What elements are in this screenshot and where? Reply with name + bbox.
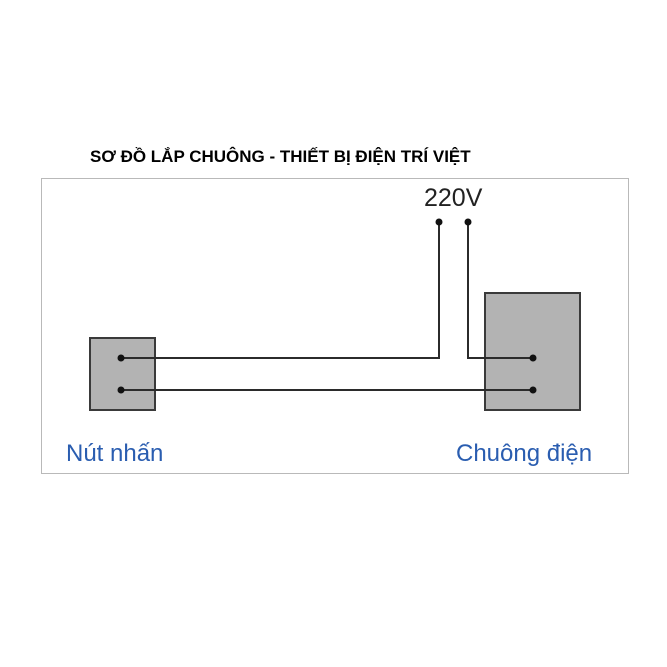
diagram-title: SƠ ĐỒ LẮP CHUÔNG - THIẾT BỊ ĐIỆN TRÍ VIỆ… [90, 147, 471, 166]
supply-voltage-label: 220V [424, 184, 483, 212]
button-terminal-bottom [117, 386, 125, 394]
electric-bell-label: Chuông điện [456, 440, 593, 467]
wire-button-to-supply [121, 222, 440, 359]
bell-terminal-bottom [529, 386, 537, 394]
bell-terminal-top [529, 354, 537, 362]
push-button-box [89, 337, 156, 411]
supply-terminal-right [464, 218, 472, 226]
supply-terminal-left [435, 218, 443, 226]
button-terminal-top [117, 354, 125, 362]
push-button-label: Nút nhấn [66, 440, 164, 467]
diagram-frame [41, 178, 629, 474]
wire-supply-to-bell [467, 222, 533, 359]
